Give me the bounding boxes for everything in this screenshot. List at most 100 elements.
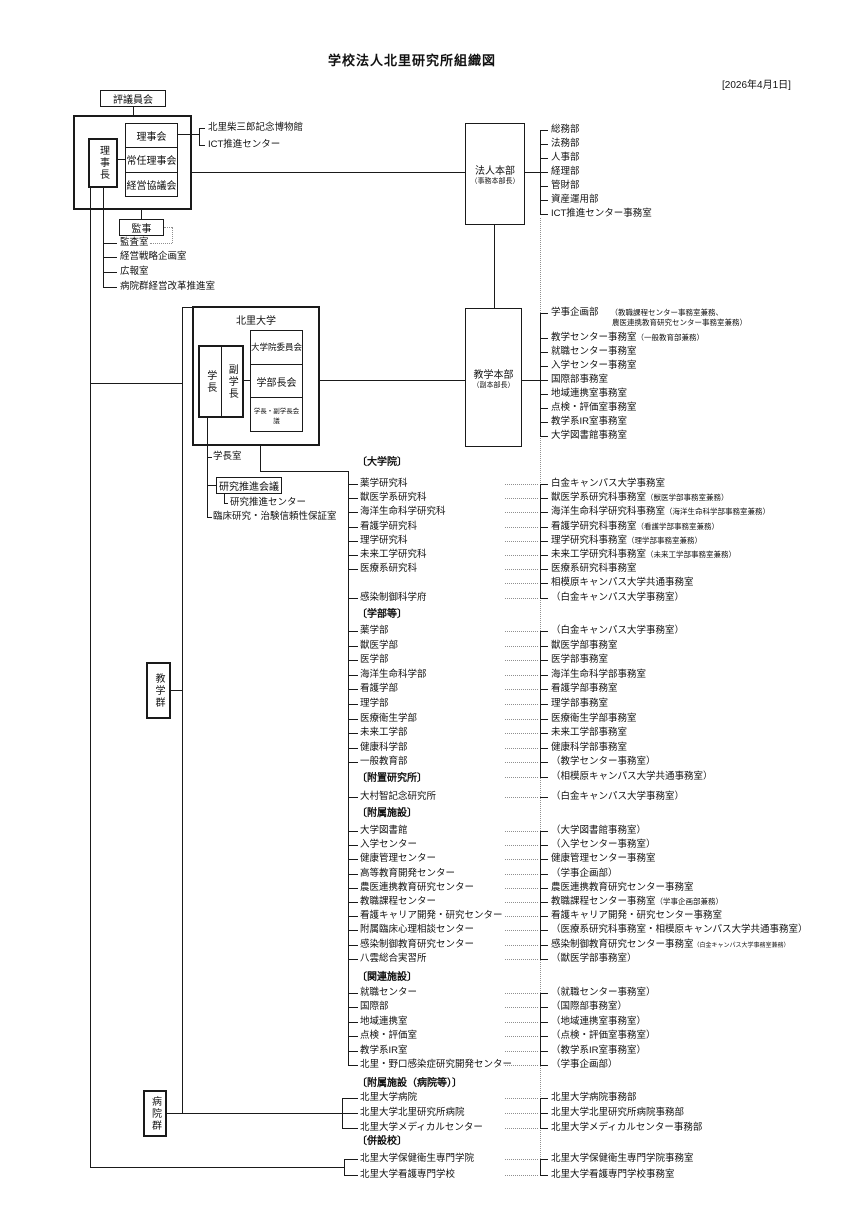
org-item-label: 健康科学部事務室 <box>551 742 628 753</box>
connector-line <box>224 494 225 503</box>
org-item-label: 白金キャンパス大学事務室 <box>551 478 666 489</box>
auditor-box: 監事 <box>119 219 164 236</box>
graduate-council: 大学院委員会 <box>251 331 302 365</box>
connector-line <box>540 498 548 499</box>
connector-line <box>540 831 548 832</box>
connector-line <box>540 1098 548 1099</box>
org-item-office: 北里大学メディカルセンター事務部 <box>551 1122 702 1134</box>
vice-president-label: 副学長 <box>226 363 238 400</box>
president-office: 学長室 <box>213 451 242 462</box>
connector-line <box>260 446 261 471</box>
connector-line <box>540 1022 548 1023</box>
president-box: 学長 副学長 <box>198 345 244 418</box>
connector-line <box>199 145 205 146</box>
org-item-office: （白金キャンパス大学事務室） <box>551 625 684 637</box>
connector-line <box>540 541 548 542</box>
org-item-label: 看護学研究科事務室 <box>551 521 637 532</box>
org-item-label: （教学系IR室事務室） <box>551 1045 647 1056</box>
connector-line <box>540 888 548 889</box>
university-councils-box: 大学院委員会 学部長会 学長・副学長会議 <box>250 330 303 432</box>
org-item-label: （入学センター事務室） <box>551 839 656 850</box>
org-item-office: 獣医学部事務室 <box>551 640 618 652</box>
connector-line <box>207 457 212 458</box>
dotted-leader <box>505 569 538 570</box>
dotted-connector <box>150 243 172 244</box>
chairman-box: 理事長 <box>88 138 118 188</box>
connector-line <box>540 675 548 676</box>
org-item-office: （入学センター事務室） <box>551 839 656 851</box>
standing-board: 常任理事会 <box>126 148 177 173</box>
org-item-label: （白金キャンパス大学事務室） <box>551 791 685 802</box>
dotted-leader <box>505 902 538 903</box>
connector-line <box>320 380 465 381</box>
org-item-label: 獣医学系研究科事務室 <box>551 492 647 503</box>
dotted-leader <box>505 1113 538 1114</box>
org-item-office: （医療系研究科事務室・相模原キャンパス大学共通事務室） <box>551 924 808 936</box>
connector-line <box>348 845 358 846</box>
board-attached-item: 北里柴三郎記念博物館 <box>208 122 304 133</box>
connector-line <box>348 916 358 917</box>
connector-line <box>348 1065 358 1066</box>
org-item-office: 理学研究科事務室（理学部事務室兼務） <box>551 535 702 547</box>
org-item-office: 北里大学看護専門学校事務室 <box>551 1169 675 1181</box>
org-item: 北里大学看護専門学校 <box>360 1169 456 1180</box>
connector-line <box>540 646 548 647</box>
connector-line <box>224 503 228 504</box>
academic-office-label: 国際部事務室 <box>551 374 609 385</box>
dotted-leader <box>505 859 538 860</box>
org-item: 北里大学北里研究所病院 <box>360 1107 465 1118</box>
corporate-hq-role: （事務本部長） <box>470 178 520 185</box>
org-item: 感染制御科学府 <box>360 592 427 603</box>
org-item-office: （白金キャンパス大学事務室） <box>551 791 684 803</box>
connector-line <box>342 1128 358 1129</box>
deans-council: 学部長会 <box>251 365 302 399</box>
connector-line <box>540 762 548 763</box>
org-item-note: （白金キャンパス大学事務室兼務） <box>693 943 790 949</box>
org-item-label: （白金キャンパス大学事務室） <box>551 592 685 603</box>
academic-office-label: 地域連携室事務室 <box>551 388 628 399</box>
connector-line <box>540 1007 548 1008</box>
org-item: 海洋生命科学研究科 <box>360 506 446 517</box>
page-title: 学校法人北里研究所組織図 <box>327 53 496 68</box>
org-item-office: （大学図書館事務室） <box>551 825 646 837</box>
connector-line <box>103 272 117 273</box>
connector-line <box>540 660 548 661</box>
org-item: 感染制御教育研究センター <box>360 939 475 950</box>
left-trunk <box>348 471 349 1065</box>
org-item: 国際部 <box>360 1001 389 1012</box>
org-item: 看護学研究科 <box>360 521 418 532</box>
connector-line <box>540 1051 548 1052</box>
dotted-leader <box>505 484 538 485</box>
board-attached-item: ICT推進センター <box>208 139 281 150</box>
connector-line <box>540 916 548 917</box>
org-item-office: 農医連携教育研究センター事務室 <box>551 882 694 894</box>
connector-line <box>348 689 358 690</box>
org-item: 理学部 <box>360 698 389 709</box>
dotted-leader <box>505 748 538 749</box>
org-item-office: 海洋生命科学部事務室 <box>551 669 646 681</box>
connector-line <box>348 1036 358 1037</box>
connector-line <box>540 380 548 381</box>
dotted-leader <box>505 689 538 690</box>
connector-line <box>540 366 548 367</box>
org-item-office: 理学部事務室 <box>551 698 608 710</box>
dotted-leader <box>505 1098 538 1099</box>
connector-line <box>344 1175 358 1176</box>
corporate-department: ICT推進センター事務室 <box>551 208 652 219</box>
connector-line <box>540 569 548 570</box>
connector-line <box>348 646 358 647</box>
dotted-connector <box>172 227 173 243</box>
connector-line <box>540 1159 541 1175</box>
org-item-office: 未来工学研究科事務室（未来工学部事務室兼務） <box>551 549 736 561</box>
main-spine <box>90 188 91 1167</box>
connector-line <box>540 158 548 159</box>
org-item: 北里大学保健衛生専門学院 <box>360 1153 475 1164</box>
org-item-office: （教学センター事務室） <box>551 756 656 768</box>
president-vp-meeting: 学長・副学長会議 <box>253 407 300 425</box>
dotted-leader <box>505 555 538 556</box>
org-item: 獣医学系研究科 <box>360 492 427 503</box>
org-item: 教職課程センター <box>360 896 437 907</box>
dotted-leader <box>505 874 538 875</box>
connector-line <box>348 484 358 485</box>
connector-line <box>167 1113 342 1114</box>
